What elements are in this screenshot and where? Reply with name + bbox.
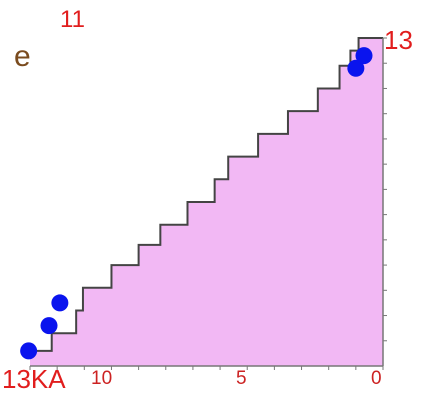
x-tick-label-0: 0 [371,368,382,389]
data-point [51,294,69,312]
label-top-left: 11 [60,6,85,33]
x-tick-label-5: 5 [236,368,247,389]
data-point [40,317,58,335]
data-point [347,59,365,77]
data-point [355,47,373,65]
label-bottom-left: 13KA [2,364,66,394]
panel-letter: e [14,40,31,73]
x-tick-label-10: 10 [91,368,113,389]
data-point [20,342,38,360]
step-line [30,37,383,352]
label-top-right: 13 [384,25,413,55]
